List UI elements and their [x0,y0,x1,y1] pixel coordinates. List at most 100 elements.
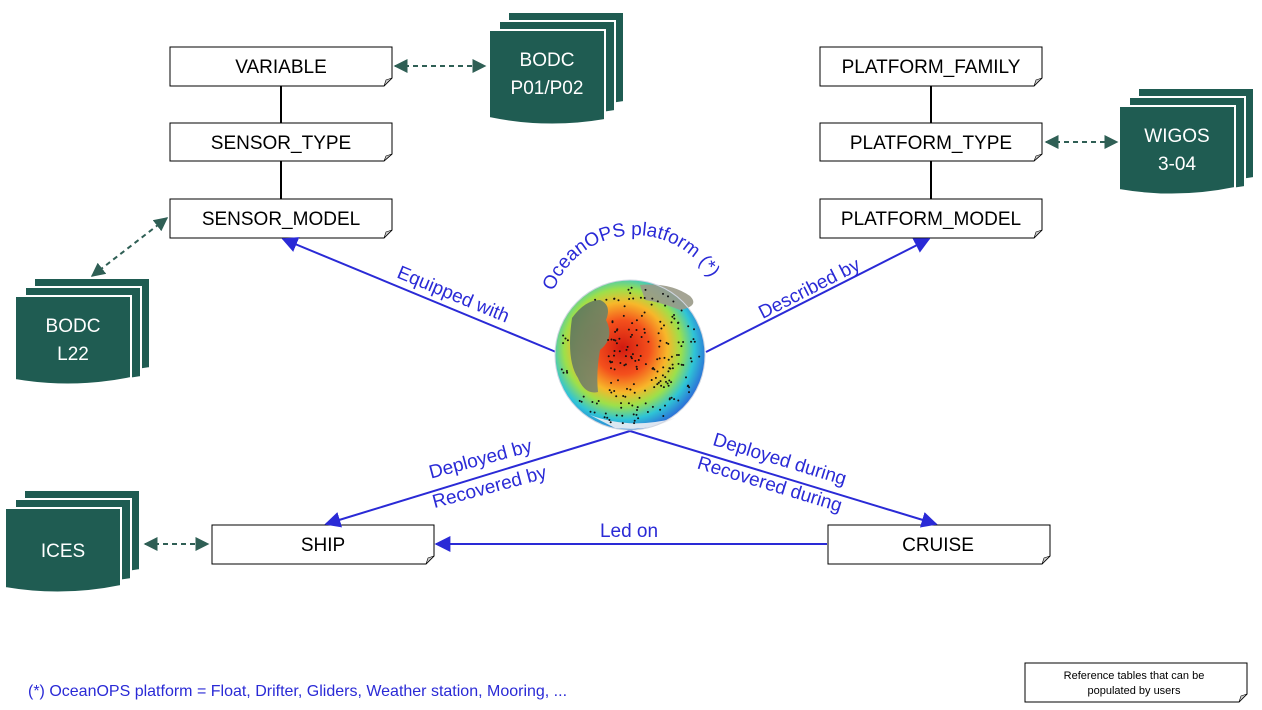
box-cruise[interactable]: CRUISE [827,524,1051,565]
box-sensor-model[interactable]: SENSOR_MODEL [169,198,393,239]
box-platform-type[interactable]: PLATFORM_TYPE [819,122,1043,162]
float-dot [644,288,647,291]
box-variable[interactable]: VARIABLE [169,46,393,87]
float-dot [626,387,628,390]
float-dot [625,348,628,351]
float-dot [660,327,663,330]
float-dot [615,342,618,345]
doc-stack-ices[interactable]: ICES [4,489,141,594]
box-platform-family[interactable]: PLATFORM_FAMILY [819,46,1043,87]
float-dot [650,379,653,381]
float-dot [680,309,683,312]
float-dot [618,337,621,340]
doc-bodc-p01-line2: P01/P02 [511,78,584,99]
float-dot [668,379,671,382]
float-dot [636,344,639,347]
box-platform-model[interactable]: PLATFORM_MODEL [819,198,1043,239]
float-dot [639,296,642,299]
float-dot [659,380,662,383]
box-platform-model-label: PLATFORM_MODEL [841,209,1021,230]
float-dot [610,338,613,341]
relationship-arrows [281,237,938,552]
label-described-by: Described by [755,254,864,323]
float-dot [692,338,695,341]
float-dot [667,342,670,345]
float-dot [629,335,632,338]
arrow-deployed-by [324,430,631,528]
float-dot [644,389,646,392]
float-dot [610,367,612,370]
float-dot [624,363,627,366]
float-dot [650,303,653,306]
label-equipped-with: Equipped with [394,262,512,327]
arrow-deployed-during [629,430,938,528]
float-dot [643,328,646,331]
footnote: (*) OceanOPS platform = Float, Drifter, … [28,683,567,700]
float-dot [663,356,666,359]
float-dot [693,340,696,343]
float-dot [566,339,569,342]
float-dot [644,363,647,366]
float-dot [614,330,617,333]
float-dot [688,386,691,389]
float-dot [677,321,680,324]
arrow-equipped-with [281,237,557,353]
float-dot [613,390,616,392]
float-dot [659,339,662,342]
float-dot [604,412,607,415]
float-dot [667,358,670,361]
float-dot [643,311,646,314]
float-dot [662,292,664,295]
float-dot [560,368,563,371]
box-cruise-label: CRUISE [902,535,974,556]
float-dot [636,406,639,409]
float-dot [624,395,627,398]
float-dot [651,297,654,300]
float-dot [670,381,673,384]
float-dot [603,416,606,419]
float-dot [690,360,693,363]
box-ship[interactable]: SHIP [211,524,435,565]
float-dot [633,391,636,394]
float-dot [677,399,680,402]
float-dot [685,376,687,379]
doc-ices-line1: ICES [41,541,85,562]
box-sensor-type[interactable]: SENSOR_TYPE [169,122,393,162]
float-dot [662,366,665,369]
float-dot [677,327,680,330]
float-dot [673,317,676,320]
doc-stack-wigos[interactable]: WIGOS 3-04 [1118,87,1255,196]
float-dot [635,329,638,331]
float-dot [578,399,581,402]
float-dot [657,332,660,335]
float-dot [668,367,671,370]
float-dot [682,364,685,366]
float-dot [638,396,641,399]
float-dot [634,359,637,362]
float-dot [627,402,630,405]
doc-stack-bodc-p01[interactable]: BODC P01/P02 [488,11,625,126]
float-dot [662,415,665,417]
float-dot [609,361,612,364]
float-dot [671,363,674,366]
float-dot [637,359,640,361]
float-dot [693,328,695,331]
float-dot [640,336,643,338]
float-dot [635,365,638,368]
float-dot [623,364,626,367]
float-dot [617,299,620,302]
float-dot [677,354,680,356]
float-dot [665,380,667,383]
float-dot [628,298,631,300]
float-dot [689,357,692,360]
legend-line2: populated by users [1088,685,1181,697]
hierarchy-connectors [280,86,932,199]
float-dot [664,376,667,379]
float-dot [670,321,673,324]
float-dot [670,396,673,399]
float-dot [611,320,614,323]
doc-stack-bodc-l22[interactable]: BODC L22 [14,277,151,386]
float-dot [562,371,565,374]
float-dot [630,357,633,360]
float-dot [593,411,596,414]
